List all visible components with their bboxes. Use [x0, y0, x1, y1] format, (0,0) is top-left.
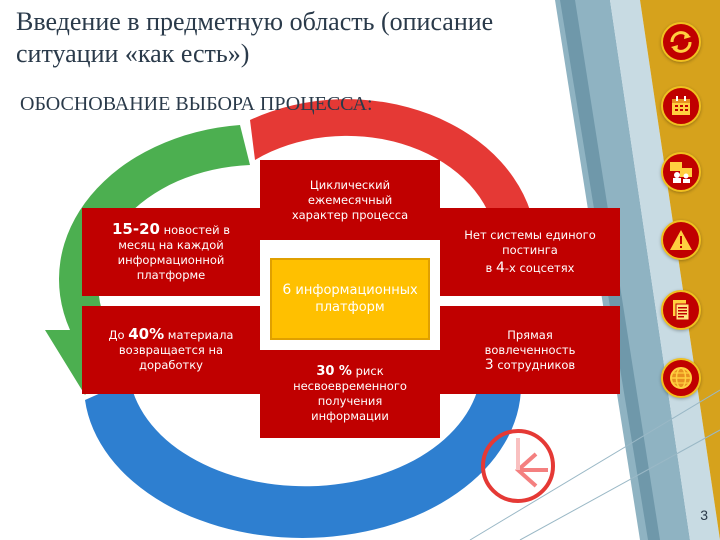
box-bottom: 30 % риск несвоевременного получения инф…	[260, 350, 440, 438]
box-bottom-line4: информации	[311, 409, 389, 423]
box-bottom-left-line1: До 40% материала	[109, 327, 234, 343]
box-top-right-post: -х соцсетях	[504, 261, 575, 275]
box-top-left-rest1: новостей в	[163, 222, 230, 237]
box-bottom-line1: 30 % риск	[316, 364, 383, 379]
box-top-right: Нет системы единого постинга в 4-х соцсе…	[440, 208, 620, 296]
light-stripe	[610, 0, 720, 540]
diagonal-line	[469, 389, 720, 540]
refresh-icon[interactable]	[661, 22, 701, 62]
warning-icon[interactable]	[661, 220, 701, 260]
documents-icon[interactable]	[661, 290, 701, 330]
slide-subtitle: ОБОСНОВАНИЕ ВЫБОРА ПРОЦЕССА:	[20, 93, 373, 115]
box-top-left-line1: 15-20 новостей в	[111, 219, 230, 238]
box-bottom-right-line1: Прямая	[507, 327, 553, 342]
box-top-line1: Циклический	[309, 177, 391, 192]
globe-icon[interactable]	[661, 358, 701, 398]
box-bottom-line2: несвоевременного	[293, 379, 407, 393]
gold-stripe	[640, 0, 720, 540]
box-center-big: 6	[282, 282, 292, 298]
box-top-left-line4: платформе	[136, 267, 206, 282]
cycle-arrow-blue	[85, 350, 522, 538]
box-top-left-big: 15-20	[111, 219, 160, 238]
box-bottom-left-big: 40%	[128, 325, 165, 343]
box-bottom-right: Прямая вовлеченность 3 сотрудников	[440, 306, 620, 394]
box-top-right-big: 4	[495, 260, 505, 276]
back-arrow-icon	[481, 429, 555, 503]
box-bottom-big: 30 %	[316, 364, 352, 379]
box-center-line: 6 информационных платформ	[280, 282, 420, 316]
box-top-right-line1: Нет системы единого	[464, 228, 596, 242]
box-bottom-left-pre: До	[108, 328, 125, 342]
box-center-rest: информационных платформ	[295, 283, 418, 315]
box-bottom-right-line3: 3 сотрудников	[484, 356, 576, 373]
box-top-line2: ежемесячный	[307, 192, 393, 207]
box-top-left-line2: месяц на каждой	[118, 237, 224, 252]
box-top-left-line3: информационной	[117, 252, 225, 267]
people-icon[interactable]	[661, 152, 701, 192]
box-top-right-line3: в 4-х соцсетях	[486, 261, 575, 276]
box-top-line3: характер процесса	[291, 207, 409, 222]
slide-title: Введение в предметную область (описание …	[16, 7, 494, 68]
box-bottom-right-rest: сотрудников	[497, 357, 576, 372]
calendar-icon[interactable]	[661, 86, 701, 126]
box-bottom-left-rest: материала	[167, 328, 234, 342]
diagonal-line	[519, 429, 720, 540]
box-bottom-left-line3: доработку	[139, 358, 203, 372]
box-bottom-left: До 40% материала возвращается на доработ…	[82, 306, 260, 394]
box-top: Циклический ежемесячный характер процесс…	[260, 160, 440, 240]
box-bottom-left-line2: возвращается на	[118, 343, 224, 357]
page-number: 3	[700, 507, 708, 523]
box-bottom-right-line2: вовлеченность	[484, 342, 576, 357]
box-top-left: 15-20 новостей в месяц на каждой информа…	[82, 208, 260, 296]
box-center: 6 информационных платформ	[270, 258, 430, 340]
box-top-right-line2: постинга	[502, 243, 558, 257]
box-top-right-pre: в	[485, 261, 493, 275]
box-bottom-right-big: 3	[484, 356, 494, 373]
box-bottom-rest: риск	[355, 364, 384, 378]
box-bottom-line3: получения	[317, 394, 383, 408]
